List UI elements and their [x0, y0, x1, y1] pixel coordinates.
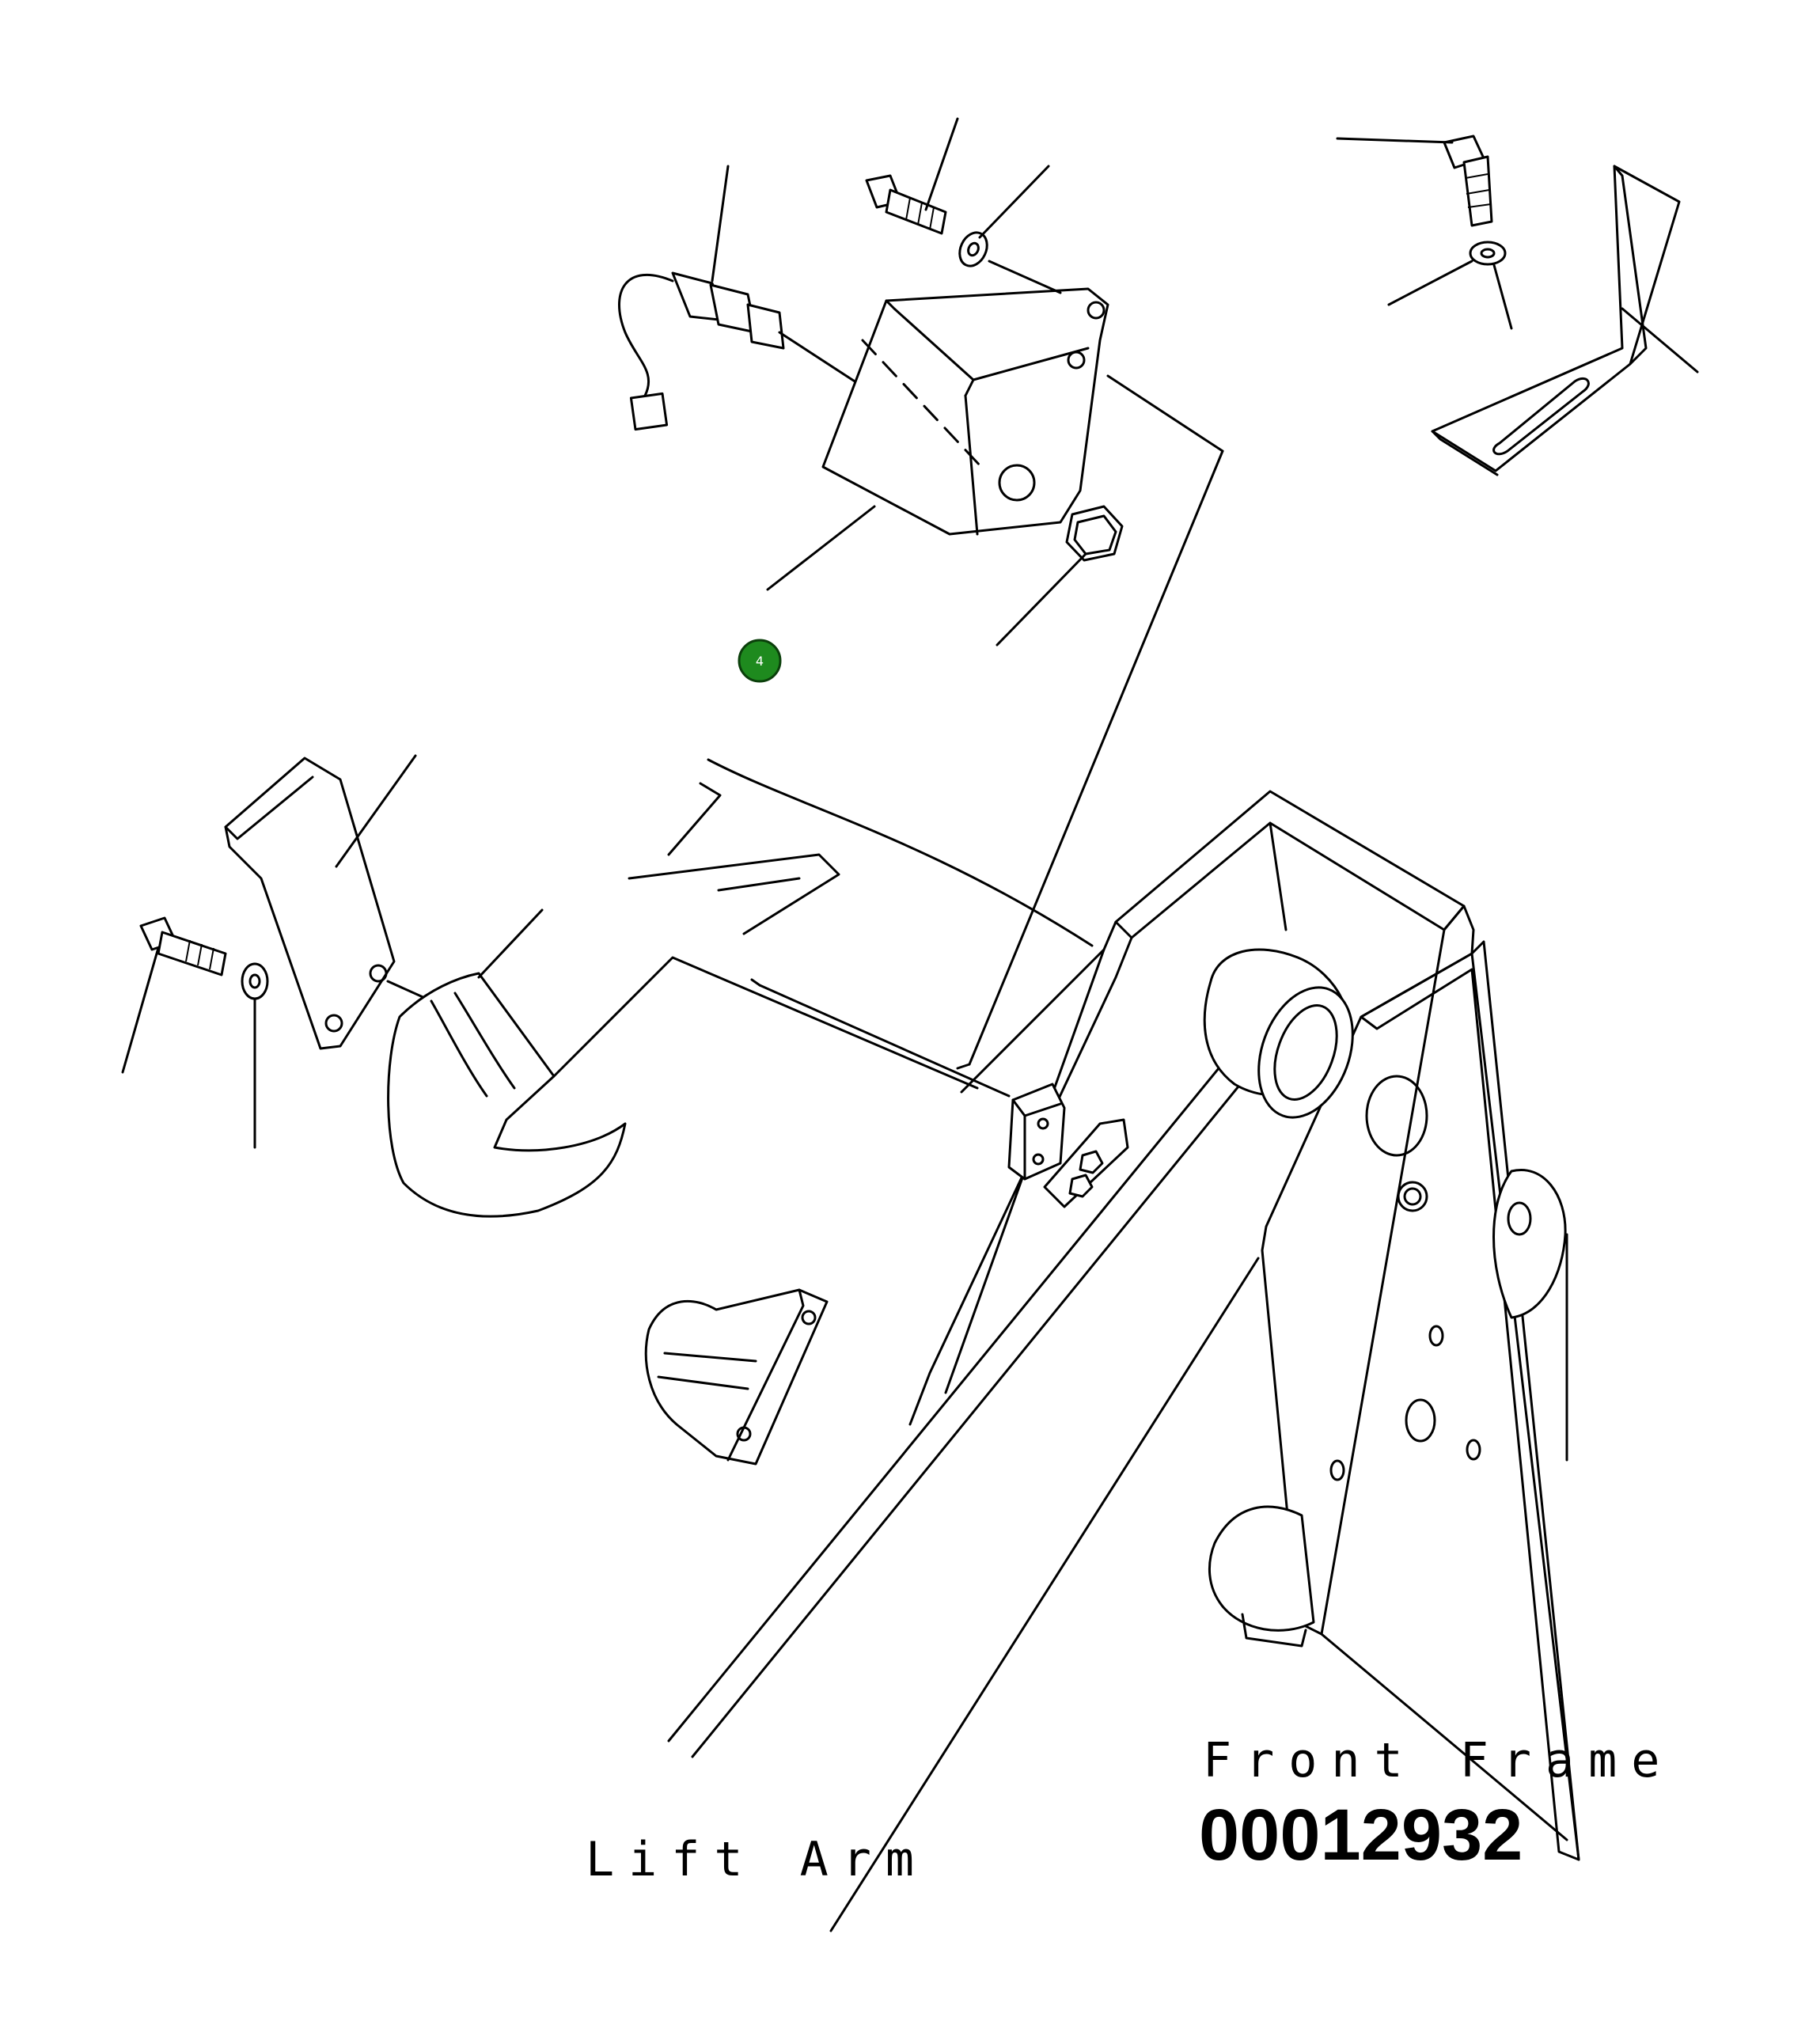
- hex-nut: [996, 505, 1124, 647]
- curved-stopper: [387, 908, 979, 1218]
- plate-bracket-left: [224, 754, 468, 1050]
- frame-pins: [1203, 948, 1568, 1648]
- front-frame: [1114, 790, 1580, 1861]
- bolt-left: [121, 916, 227, 1074]
- l-bracket-top-right: [1431, 165, 1699, 476]
- bolt-top-right: [1336, 135, 1493, 227]
- sensor-target-block: [1007, 1083, 1129, 1208]
- pivot-bracket: [644, 1288, 829, 1466]
- callout-4-number: 4: [756, 654, 764, 669]
- lift-arm-upper: [628, 758, 1094, 1098]
- bolt-top-center: [865, 117, 959, 235]
- sensor-bracket: [766, 287, 1109, 591]
- front-frame-label: Front Frame: [1203, 1733, 1674, 1788]
- labels: Front Frame 00012932 Lift Arm: [586, 1733, 1674, 1887]
- lift-arm-boom: [667, 374, 1268, 1932]
- lift-arm-label: Lift Arm: [586, 1832, 928, 1887]
- callout-4-marker[interactable]: [738, 639, 782, 683]
- drawing-number: 00012932: [1199, 1795, 1523, 1875]
- callout-4[interactable]: 4: [738, 639, 782, 683]
- washer-top-center: [958, 165, 1062, 294]
- washer-left: [241, 962, 269, 1149]
- washer-top-right: [1387, 241, 1513, 330]
